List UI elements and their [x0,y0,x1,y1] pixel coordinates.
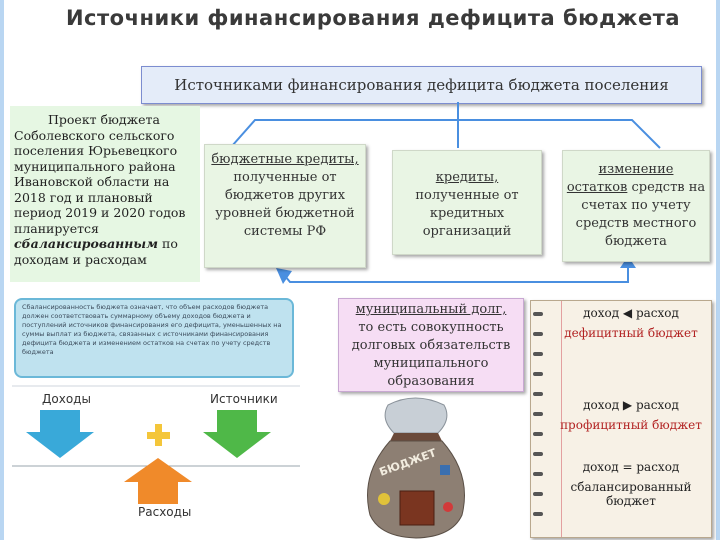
notebook-deficit-label: дефицитный бюджет [564,326,698,340]
municipal-debt-text: то есть совокупность долговых обязательс… [351,320,511,389]
expenses-label: Расходы [138,505,192,519]
subtitle-box: Источниками финансирования дефицита бюдж… [141,66,702,104]
bank-credits-text: полученные от кредитных организаций [415,188,519,239]
notebook-balanced-label: сбалансированный бюджет [570,480,692,508]
source-bank-credits: кредиты, полученные от кредитных организ… [392,150,542,255]
municipal-debt-box: муниципальный долг, то есть совокупность… [338,298,524,392]
balance-text: средств на счетах по учету средств местн… [575,180,706,249]
flow-arrows [12,385,300,504]
subtitle-text: Источниками финансирования дефицита бюдж… [174,76,669,94]
budget-bag-icon [367,397,465,539]
project-emph: сбалансированным [14,236,159,251]
source-balance-change: изменение остатков средств на счетах по … [562,150,710,262]
project-text: Проект бюджета Соболевского сельского по… [14,112,186,267]
notebook-spiral-icon [533,312,543,516]
balance-note: Сбалансированность бюджета означает, что… [14,298,294,378]
budget-credits-text: полученные от бюджетов других уровней бю… [215,170,355,239]
sources-label: Источники [210,392,278,406]
notebook-surplus-label: профицитный бюджет [560,418,702,432]
municipal-debt-link[interactable]: муниципальный долг, [355,302,507,317]
expenses-arrow-icon [124,458,192,504]
source-budget-credits: бюджетные кредиты, полученные от бюджето… [204,144,366,268]
notebook-row-deficit: доход ◀ расход [583,306,679,320]
notebook-row-balanced: доход = расход [582,460,680,474]
book-icon [399,490,435,526]
balance-change-link[interactable]: изменение [598,162,674,177]
balance-link[interactable]: остатков [566,180,628,195]
notebook-row-surplus: доход ▶ расход [583,398,679,412]
sources-arrow-icon [203,410,271,458]
income-label: Доходы [42,392,91,406]
left-border [0,0,4,540]
budget-credits-link[interactable]: бюджетные кредиты, [211,152,359,167]
slide-title: Источники финансирования дефицита бюджет… [65,6,681,30]
notebook-panel [530,300,712,538]
project-text-box: Проект бюджета Соболевского сельского по… [10,106,200,282]
bank-credits-link[interactable]: кредиты, [435,170,499,185]
income-arrow-icon [26,410,94,458]
right-border [716,0,720,540]
